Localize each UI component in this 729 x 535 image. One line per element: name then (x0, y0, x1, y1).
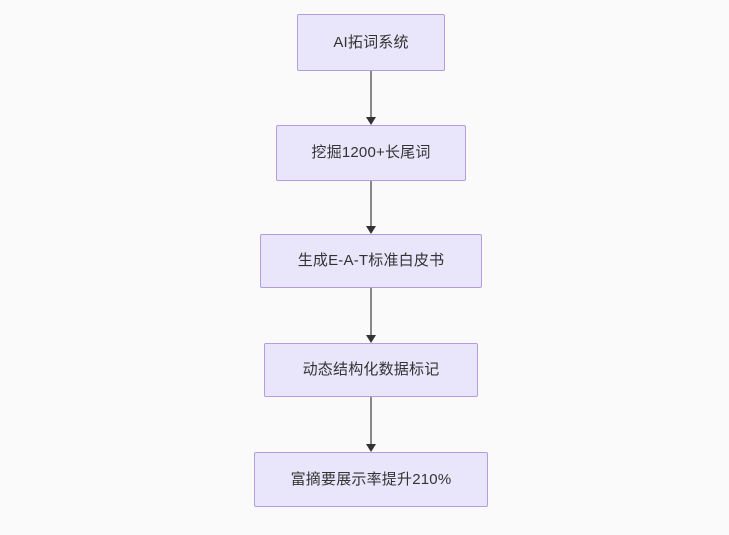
arrow-down-icon (366, 444, 376, 452)
flow-edge-1-to-2 (365, 71, 377, 125)
edge-line (370, 71, 372, 118)
flow-node-rich-snippet-result[interactable]: 富摘要展示率提升210% (254, 452, 488, 507)
edge-line (370, 397, 372, 445)
arrow-down-icon (366, 117, 376, 125)
flow-node-longtail-mining[interactable]: 挖掘1200+长尾词 (276, 125, 466, 181)
flow-edge-3-to-4 (365, 288, 377, 343)
flow-edge-2-to-3 (365, 181, 377, 234)
edge-line (370, 181, 372, 227)
flow-node-eat-whitepaper[interactable]: 生成E-A-T标准白皮书 (260, 234, 482, 288)
arrow-down-icon (366, 226, 376, 234)
arrow-down-icon (366, 335, 376, 343)
edge-line (370, 288, 372, 336)
flow-node-structured-data-markup[interactable]: 动态结构化数据标记 (264, 343, 478, 397)
flow-node-ai-keyword-system[interactable]: AI拓词系统 (297, 14, 445, 71)
flow-edge-4-to-5 (365, 397, 377, 452)
